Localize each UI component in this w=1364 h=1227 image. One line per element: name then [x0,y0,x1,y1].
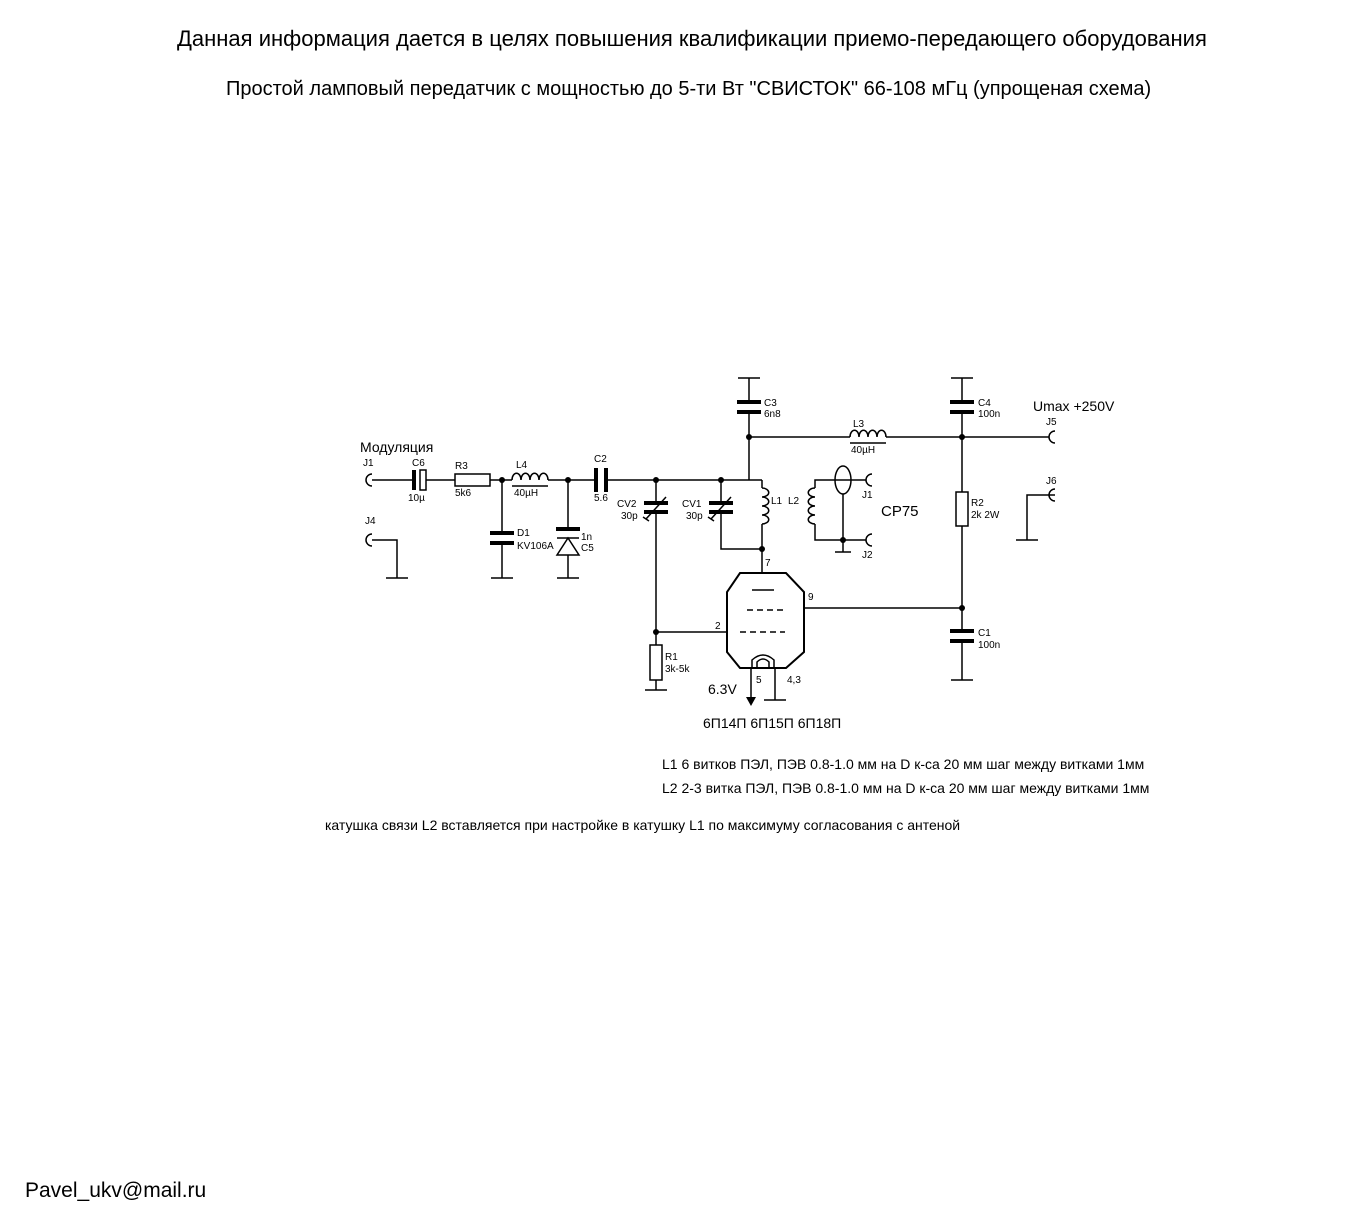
connector-j3 [365,473,373,487]
label-r3-ref: R3 [455,461,468,472]
label-j2: J2 [862,550,873,561]
label-r2-value: 2k 2W [971,510,1000,521]
label-modulation: Модуляция [360,439,433,455]
label-cv2-value: 30p [621,511,638,522]
vacuum-tube [726,572,805,669]
label-l3-value: 40µH [851,445,875,456]
inductor-l3 [849,429,887,438]
label-l1-ref: L1 [771,496,783,507]
label-pin-5: 5 [756,675,762,686]
label-j1: J1 [862,490,873,501]
inductor-l1 [761,487,770,525]
page-title: Данная информация дается в целях повышен… [177,26,1207,51]
connector-j5 [1048,430,1056,444]
resistor-r3 [454,473,491,487]
label-c4-ref: C4 [978,398,991,409]
connector-j2 [865,533,873,547]
label-heater-voltage: 6.3V [708,681,737,697]
label-l4-value: 40µH [514,488,538,499]
label-c5-value: KV106A [517,541,554,552]
connector-j1 [865,473,873,487]
label-umax: Umax +250V [1033,398,1115,414]
label-c3-value: 6n8 [764,409,781,420]
label-r1-ref: R1 [665,652,678,663]
label-c6-ref: C6 [412,458,425,469]
label-tube-types: 6П14П 6П15П 6П18П [703,715,841,731]
label-r1-value: 3k-5k [665,664,690,675]
label-cv1-ref: CV1 [682,499,702,510]
label-pin-9: 9 [808,592,814,603]
page-subtitle: Простой ламповый передатчик с мощностью … [226,78,1152,100]
inductor-l4 [511,472,549,481]
label-c5-ref: D1 [517,528,530,539]
label-pin-7: 7 [765,558,771,569]
label-c3-ref: C3 [764,398,777,409]
label-c1-value: 100n [978,640,1000,651]
note-coupling: катушка связи L2 вставляется при настрой… [325,817,961,833]
label-j4: J4 [365,516,376,527]
label-l4-ref: L4 [516,460,528,471]
label-pin-4-3: 4,3 [787,675,801,686]
label-cv1-value: 30p [686,511,703,522]
label-c1-ref: C1 [978,628,991,639]
label-r3-value: 5k6 [455,488,472,499]
label-c2-ref: C2 [594,454,607,465]
author-email: Pavel_ukv@mail.ru [25,1179,207,1202]
label-d1-ref: C5 [581,543,594,554]
label-j3: J1 [363,458,374,469]
resistor-r2 [955,491,969,527]
label-d1-value: 1n [581,532,592,543]
note-l2: L2 2-3 витка ПЭЛ, ПЭВ 0.8-1.0 мм на D к-… [662,780,1150,796]
label-cv2-ref: CV2 [617,499,637,510]
label-cable: CP75 [881,503,919,520]
label-c4-value: 100n [978,409,1000,420]
connector-j4 [365,533,373,547]
label-l3-ref: L3 [853,419,865,430]
label-pin-2: 2 [715,621,721,632]
resistor-r1 [649,644,663,681]
label-l2-ref: L2 [788,496,800,507]
label-j6: J6 [1046,476,1057,487]
note-l1: L1 6 витков ПЭЛ, ПЭВ 0.8-1.0 мм на D к-с… [662,756,1145,772]
inductor-l2 [807,487,816,525]
label-r2-ref: R2 [971,498,984,509]
label-j5: J5 [1046,417,1057,428]
label-c6-value: 10µ [408,493,425,504]
label-c2-value: 5.6 [594,493,608,504]
